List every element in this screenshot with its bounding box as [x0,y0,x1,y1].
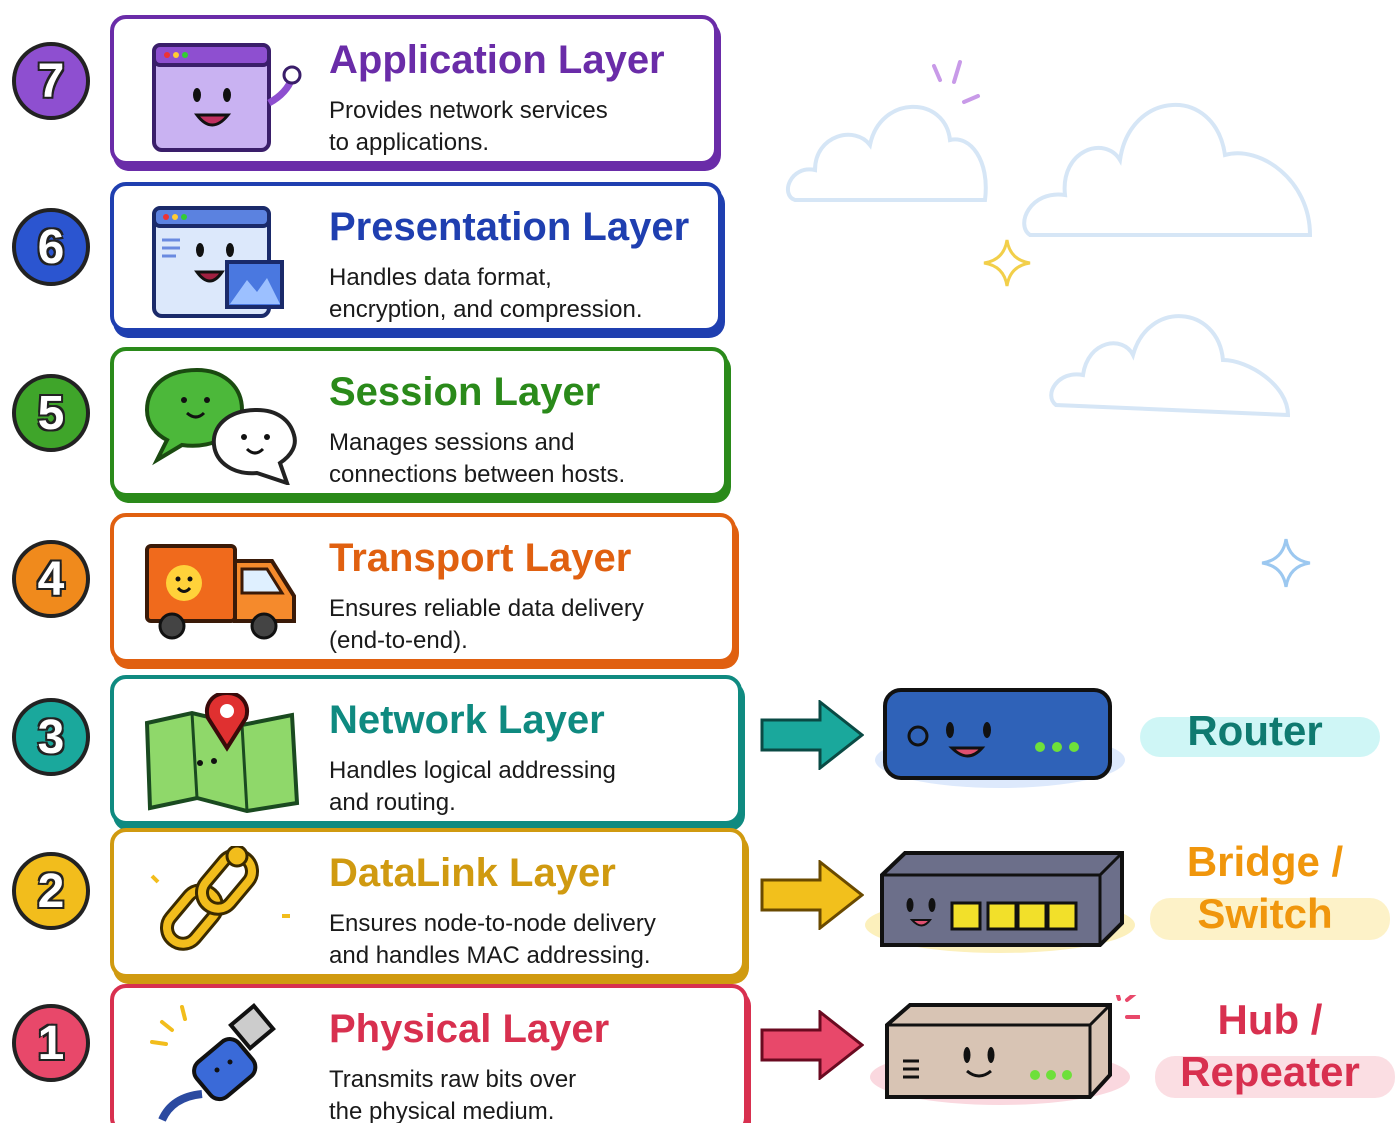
layer-card-physical: Physical Layer Transmits raw bits over th… [110,984,748,1123]
description-line: Provides network services [329,97,608,124]
layer-number-badge-5: 5 [12,374,90,452]
cloud-icon [1022,103,1313,237]
cloud-icon [1049,314,1291,418]
description-line: Manages sessions and [329,429,575,456]
layer-description: Manages sessions and connections between … [329,427,625,491]
hub-device-icon [870,995,1140,1105]
layer-title: Transport Layer [329,536,632,580]
layer-title: Application Layer [329,38,665,82]
layer-card-presentation: Presentation Layer Handles data format, e… [110,182,722,332]
description-line: Transmits raw bits over [329,1066,577,1093]
sparkle-icon [983,239,1031,287]
usb-cable-icon [150,1003,276,1122]
layer-title: Presentation Layer [329,205,690,249]
device-label-line: Router [1187,707,1323,754]
layer-description: Transmits raw bits over the physical medi… [329,1064,576,1123]
description-line: Handles data format, [329,264,552,291]
description-line: and routing. [329,789,456,816]
description-line: the physical medium. [329,1098,555,1123]
description-line: connections between hosts. [329,461,626,488]
layer-description: Ensures reliable data delivery (end-to-en… [329,593,644,657]
layer-title: DataLink Layer [329,851,616,895]
description-line: (end-to-end). [329,627,468,654]
switch-device-icon [865,851,1135,953]
cloud-icon [785,104,988,202]
device-label-line: Switch [1197,890,1333,937]
layer-description: Ensures node-to-node delivery and handles… [329,908,656,972]
layer-number-badge-6: 6 [12,208,90,286]
layer-card-datalink: DataLink Layer Ensures node-to-node deli… [110,828,746,978]
description-line: and handles MAC addressing. [329,942,651,969]
chain-link-icon [150,846,290,951]
layer-number-badge-2: 2 [12,852,90,930]
device-label-hub-repeater: Hub / Repeater [1155,994,1395,1098]
description-line: Ensures reliable data delivery [329,595,644,622]
device-label-line: Bridge / [1186,838,1344,885]
arrow-right-icon [760,700,864,770]
layer-card-network: Network Layer Handles logical addressing… [110,675,742,825]
router-device-icon [875,688,1125,788]
highlight-wash [1140,717,1380,757]
layer-card-session: Session Layer Manages sessions and connec… [110,347,728,497]
arrow-right-icon [760,1010,864,1080]
device-label-router: Router [1140,705,1380,757]
layer-number-badge-1: 1 [12,1004,90,1082]
layer-title: Physical Layer [329,1007,610,1051]
device-label-line: Repeater [1180,1048,1360,1095]
layer-number-badge-7: 7 [12,42,90,120]
layer-title: Network Layer [329,698,605,742]
arrow-right-icon [760,860,864,930]
layer-description: Handles data format, encryption, and comp… [329,262,643,326]
layer-card-transport: Transport Layer Ensures reliable data de… [110,513,736,663]
description-line: Ensures node-to-node delivery [329,910,656,937]
layer-description: Handles logical addressing and routing. [329,755,616,819]
delivery-truck-icon [145,544,296,640]
sparkle-icon [1261,538,1311,588]
device-label-line: Hub / [1217,996,1323,1043]
chat-bubbles-icon [144,367,297,485]
description-line: to applications. [329,129,490,156]
device-label-bridge-switch: Bridge / Switch [1150,836,1390,940]
layer-card-application: Application Layer Provides network servi… [110,15,718,165]
map-pin-icon [144,693,300,813]
sparkle-lines-icon [932,60,980,104]
browser-window-with-image-icon [152,206,284,318]
layer-number-badge-4: 4 [12,540,90,618]
description-line: Handles logical addressing [329,757,616,784]
highlight-wash [1150,898,1390,940]
layer-description: Provides network services to applications… [329,95,608,159]
highlight-wash [1155,1056,1395,1098]
layer-number-badge-3: 3 [12,698,90,776]
description-line: encryption, and compression. [329,296,643,323]
layer-title: Session Layer [329,370,601,414]
smiling-browser-window-waving-icon [152,43,302,152]
